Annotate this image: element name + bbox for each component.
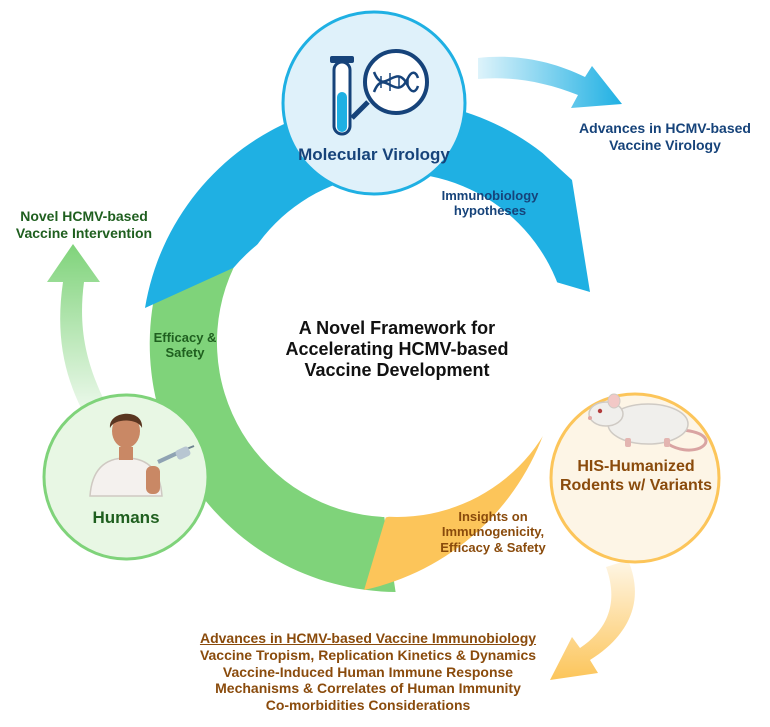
humans-label: Humans	[92, 508, 160, 527]
center-disc	[225, 173, 569, 517]
molecular-virology-label: Molecular Virology	[298, 145, 450, 164]
immunobiology-output-heading: Advances in HCMV-based Vaccine Immunobio…	[199, 630, 537, 646]
intervention-output-label: Novel HCMV-based Vaccine Intervention	[15, 208, 153, 241]
immunobiology-hypotheses-label: Immunobiology hypotheses	[441, 188, 539, 219]
dna-magnifier-icon	[350, 49, 429, 120]
immunobiology-item: Co-morbidities Considerations	[265, 697, 471, 714]
center-title: A Novel Framework for Accelerating HCMV-…	[285, 318, 509, 381]
immunobiology-item: Vaccine Tropism, Replication Kinetics & …	[199, 646, 537, 663]
rat-icon	[588, 393, 708, 452]
efficacy-safety-label: Efficacy & Safety	[153, 330, 217, 361]
immunobiology-item: Vaccine-Induced Human Immune Response	[222, 663, 514, 680]
virology-output-label: Advances in HCMV-based Vaccine Virology	[579, 120, 751, 153]
insights-label: Insights on Immunogenicity, Efficacy & S…	[440, 509, 546, 555]
rodents-label: HIS-Humanized Rodents w/ Variants	[559, 458, 713, 494]
node-molecular-virology	[281, 10, 467, 196]
cycle-ring	[145, 100, 590, 592]
test-tube-icon	[330, 56, 354, 136]
node-rodents	[549, 392, 721, 564]
arrow-to-virology	[478, 56, 622, 108]
node-humans	[42, 393, 210, 561]
arrow-to-immunobiology	[550, 560, 635, 680]
ring-segment-green	[149, 236, 396, 592]
arrow-to-intervention	[47, 244, 104, 410]
immunobiology-item: Mechanisms & Correlates of Human Immunit…	[215, 680, 521, 697]
immunobiology-output-list: Advances in HCMV-based Vaccine Immunobio…	[158, 630, 578, 714]
person-vaccination-icon	[89, 413, 195, 497]
